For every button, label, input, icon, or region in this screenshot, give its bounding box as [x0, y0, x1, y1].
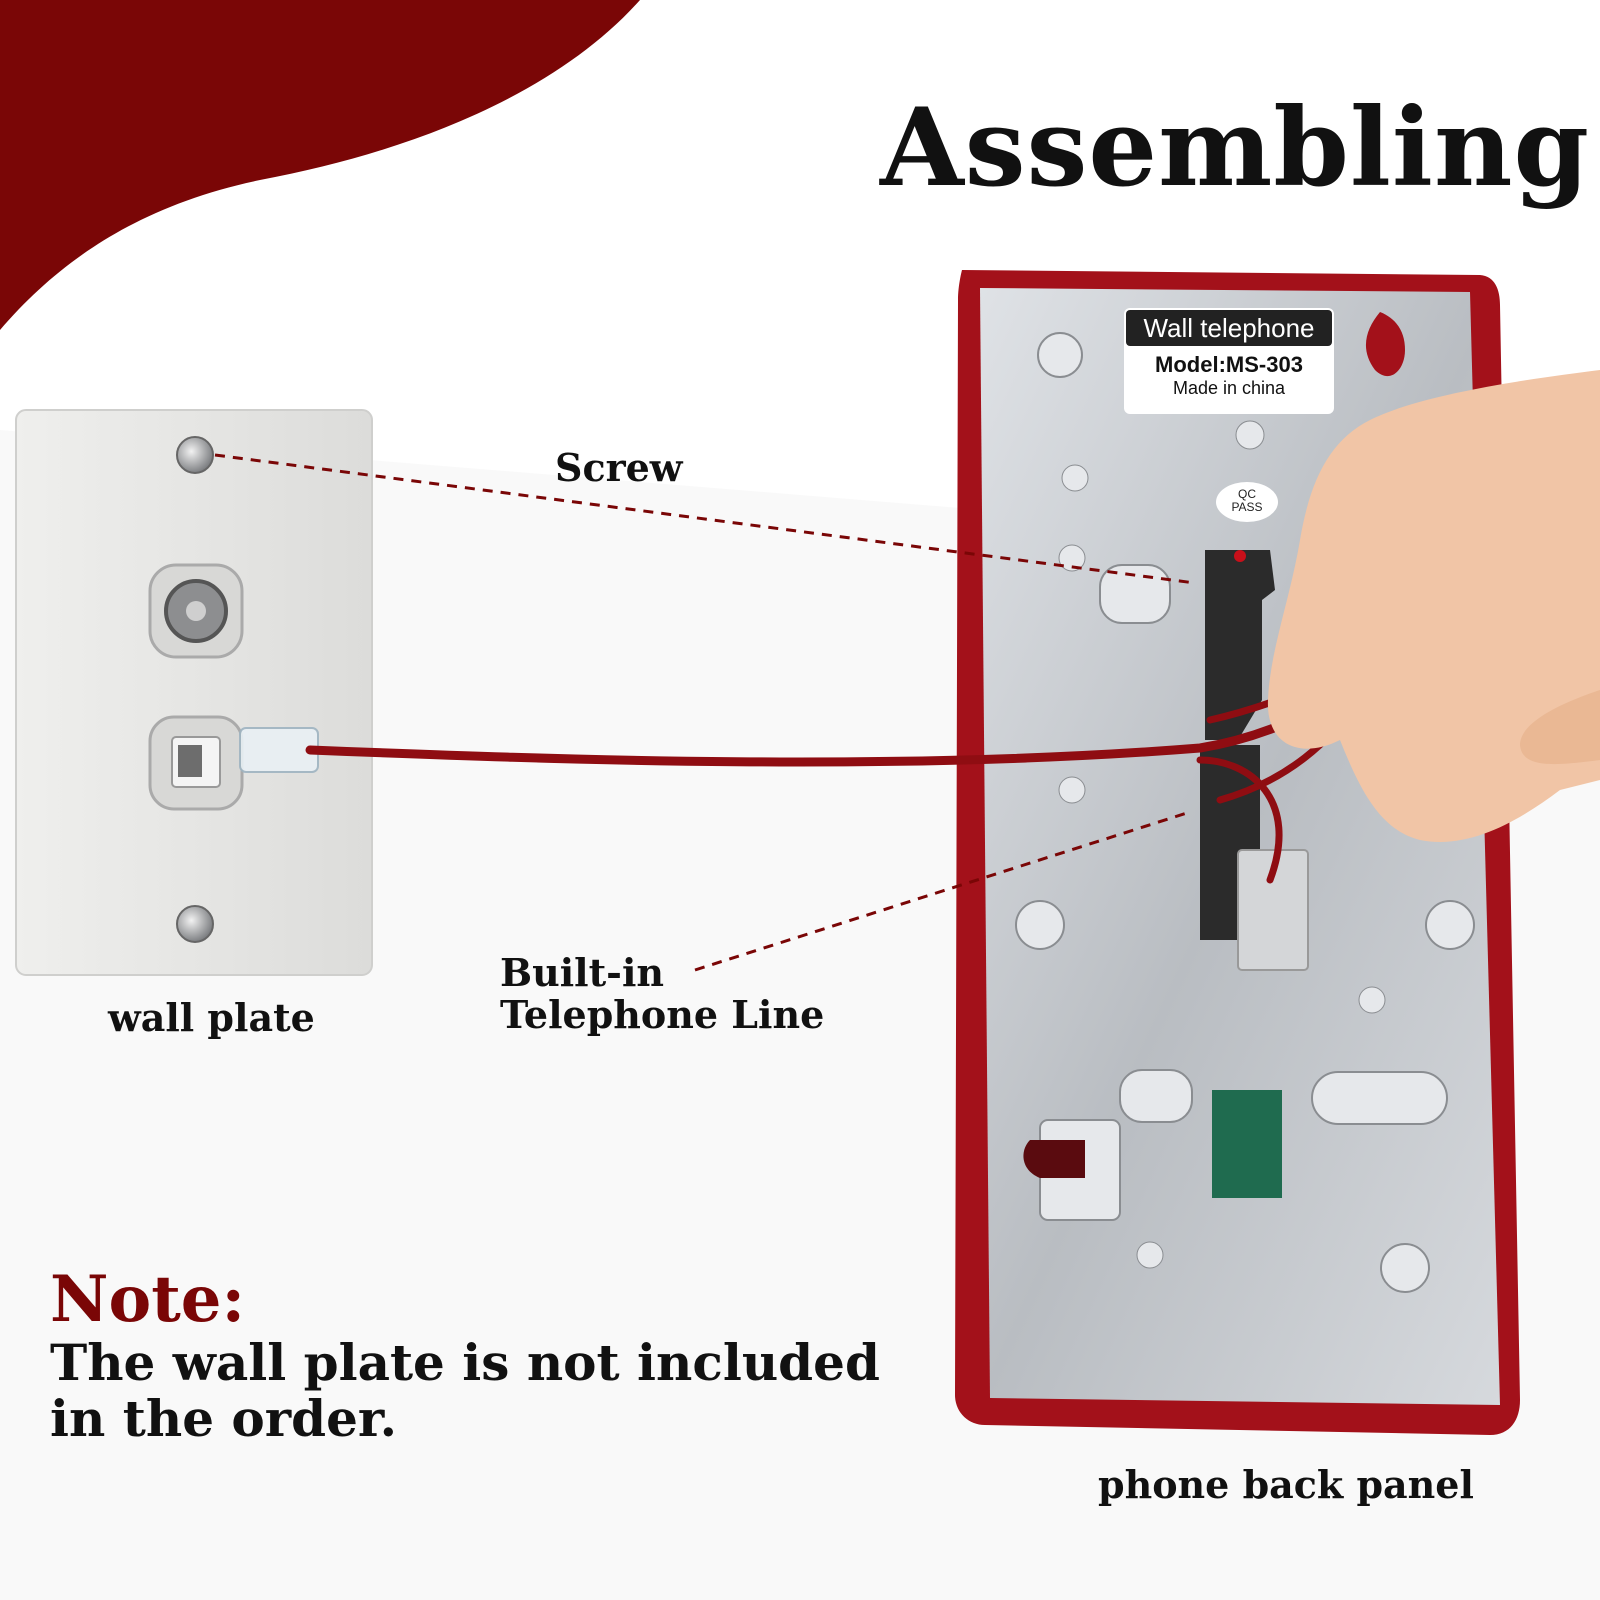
leader-screw: [214, 453, 1196, 585]
page-title: Assembling: [880, 85, 1590, 211]
top-screw: [176, 436, 214, 474]
wall-plate-label: wall plate: [108, 995, 315, 1040]
built-in-line-label: Built-in Telephone Line: [500, 950, 825, 1037]
circuit-board: [1212, 1090, 1282, 1198]
telephone-cable: [305, 695, 1335, 767]
qc-pass-sticker: QC PASS: [1216, 482, 1278, 522]
hand: [1267, 370, 1600, 842]
device-label-model: Model:MS-303: [1155, 352, 1303, 377]
background-swoosh: [0, 0, 640, 330]
phone-back-panel-label: phone back panel: [1098, 1462, 1474, 1507]
device-label: Wall telephone Model:MS-303 Made in chin…: [1124, 308, 1334, 414]
note-body: The wall plate is not included in the or…: [50, 1333, 880, 1448]
screw-label: Screw: [555, 445, 683, 490]
leader-line: [694, 810, 1191, 972]
thumb: [1520, 690, 1600, 765]
wall-plate: [15, 409, 373, 976]
panel-jack: [1237, 849, 1309, 971]
device-label-header: Wall telephone: [1126, 310, 1332, 346]
note-heading: Note:: [50, 1262, 246, 1337]
bottom-screw: [176, 905, 214, 943]
device-label-origin: Made in china: [1172, 378, 1286, 398]
